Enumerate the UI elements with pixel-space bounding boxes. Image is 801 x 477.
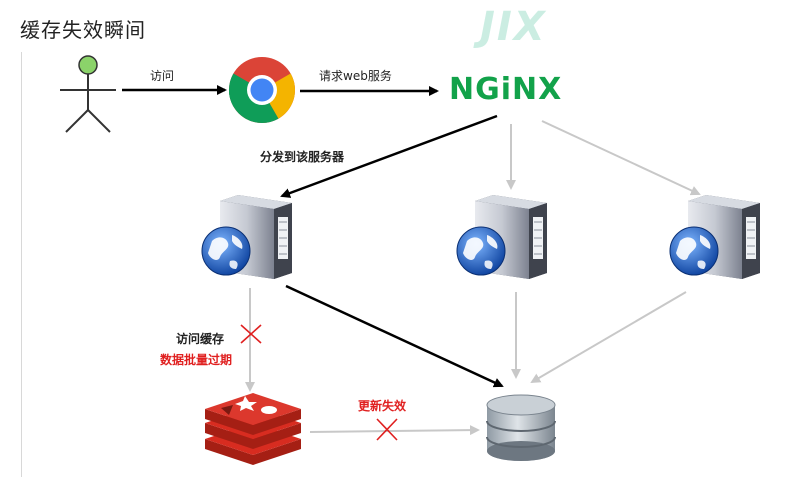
server-3-icon [669,195,760,279]
arrow-server-1-to-database [285,284,504,388]
label-update-fail: 更新失效 [358,399,407,413]
left-divider [21,52,22,477]
label-batch-expire: 数据批量过期 [160,353,233,367]
label-request-web: 请求web服务 [319,69,392,83]
arrow-nginx-to-server-1 [280,114,498,198]
arrow-cache-to-database [309,425,480,436]
label-visit: 访问 [150,69,175,83]
server-2-icon [456,195,547,279]
label-dispatch: 分发到该服务器 [260,150,345,164]
page-title: 缓存失效瞬间 [20,18,146,42]
user-icon [60,55,116,133]
fail-cross-cache [240,324,262,344]
nginx-logo: NGiNX [449,72,563,107]
server-1-icon [201,195,292,279]
database-icon [486,394,556,461]
label-visit-cache: 访问缓存 [176,332,225,346]
watermark-logo: JIX [480,4,547,50]
arrow-server-3-to-database [530,291,687,384]
fail-cross-update [376,418,398,441]
redis-icon [205,393,301,465]
chrome-icon [228,57,296,124]
arrow-nginx-to-server-3 [541,120,701,196]
